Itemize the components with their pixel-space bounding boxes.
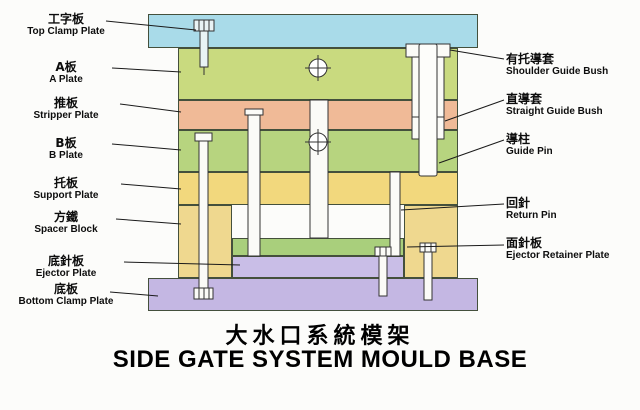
label-en: Straight Guide Bush [506,106,603,118]
label-support-plate: 托板 Support Plate [2,176,130,202]
label-return-pin: 回針 Return Pin [506,196,638,222]
stripper-plate-shape [178,100,458,130]
label-en: Ejector Plate [35,268,97,280]
label-zh: 工字板 [47,12,84,26]
label-zh: 底針板 [47,254,84,268]
bottom-clamp-plate-shape [148,278,478,311]
label-zh: 有托導套 [506,52,555,66]
label-en: A Plate [49,74,83,86]
label-en: Guide Pin [506,146,553,158]
spacer-block-right-shape [404,205,458,278]
label-zh: 托板 [53,176,78,190]
label-zh: B板 [55,136,77,150]
label-stripper-plate: 推板 Stripper Plate [2,96,130,122]
label-a-plate: A板 A Plate [2,60,130,86]
label-straight-guide-bush: 直導套 Straight Guide Bush [506,92,638,118]
label-en: Ejector Retainer Plate [506,250,610,262]
label-en: Return Pin [506,210,557,222]
ejector-retainer-plate-shape [232,238,404,256]
label-ejector-retainer-plate: 面針板 Ejector Retainer Plate [506,236,638,262]
top-clamp-plate-shape [148,14,478,48]
title-chinese: 大水口系統模架 [225,324,415,349]
label-spacer-block: 方鐵 Spacer Block [2,210,130,236]
label-en: Top Clamp Plate [27,26,105,38]
label-top-clamp-plate: 工字板 Top Clamp Plate [2,12,130,38]
label-zh: 直導套 [506,92,543,106]
label-zh: 方鐵 [53,210,78,224]
label-guide-pin: 導柱 Guide Pin [506,132,638,158]
title-english: SIDE GATE SYSTEM MOULD BASE [112,346,528,373]
label-zh: 回針 [506,196,531,210]
label-shoulder-guide-bush: 有托導套 Shoulder Guide Bush [506,52,638,78]
label-zh: A板 [55,60,77,74]
label-zh: 導柱 [506,132,531,146]
ejector-plate-shape [232,256,404,278]
label-b-plate: B板 B Plate [2,136,130,162]
a-plate-shape [178,48,458,100]
label-zh: 底板 [53,282,78,296]
label-zh: 推板 [53,96,78,110]
label-en: Support Plate [33,190,99,202]
label-en: Spacer Block [34,224,98,236]
label-en: Shoulder Guide Bush [506,66,609,78]
label-en: Stripper Plate [33,110,99,122]
label-bottom-clamp-plate: 底板 Bottom Clamp Plate [2,282,130,308]
label-en: B Plate [49,150,83,162]
spacer-block-left-shape [178,205,232,278]
label-zh: 面針板 [506,236,543,250]
label-en: Bottom Clamp Plate [18,296,114,308]
label-ejector-plate: 底針板 Ejector Plate [2,254,130,280]
support-plate-shape [178,172,458,205]
b-plate-shape [178,130,458,172]
